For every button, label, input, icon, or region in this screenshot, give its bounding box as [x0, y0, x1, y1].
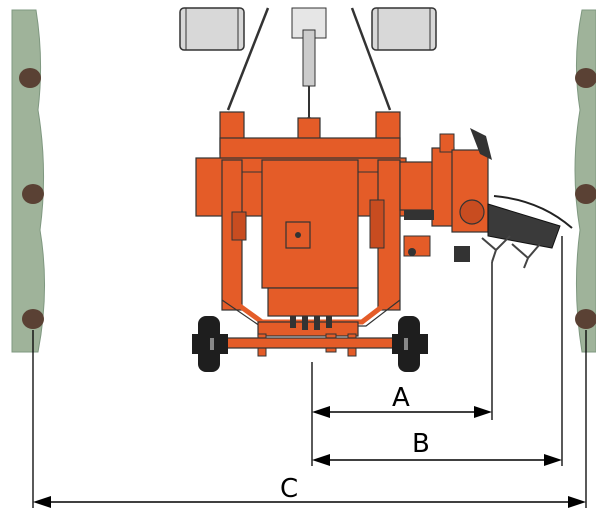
mulcher-machine: [192, 111, 428, 372]
tree-trunk-icon: [575, 184, 596, 204]
dimension-a: A: [312, 383, 492, 418]
dimension-a-label: A: [392, 383, 410, 413]
dimension-b-label: B: [412, 429, 430, 459]
tractor-rear: [179, 7, 437, 127]
rear-wheel-right: [392, 316, 428, 372]
tree-trunk-icon: [19, 68, 41, 88]
dimension-lines: A B C: [32, 236, 587, 508]
tree-trunk-icon: [22, 309, 44, 329]
side-mower-arm: [399, 128, 573, 269]
hydraulic-valves: [290, 316, 332, 330]
tree-trunk-icon: [575, 68, 596, 88]
tree-trunk-icon: [575, 309, 596, 329]
dimension-c-label: C: [280, 474, 298, 504]
hedge-row-right: [574, 9, 596, 353]
dimension-c: C: [33, 474, 586, 508]
hedge-row-left: [11, 9, 46, 353]
tree-trunk-icon: [22, 184, 44, 204]
dimension-b: B: [312, 429, 562, 466]
rear-wheel-left: [192, 316, 228, 372]
